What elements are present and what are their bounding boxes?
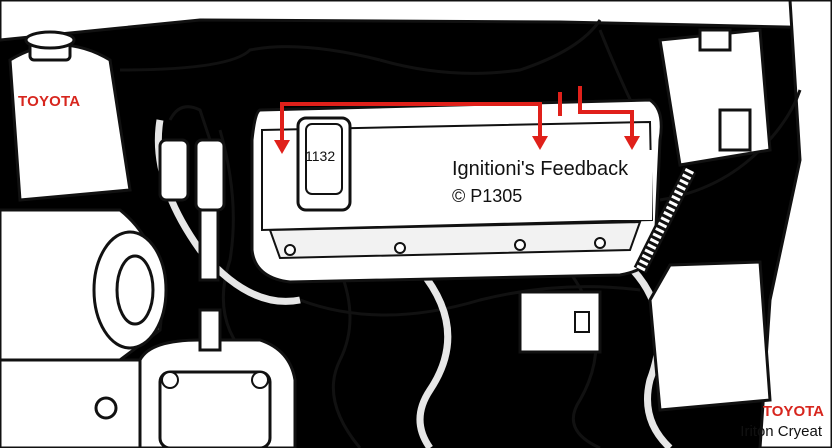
top-cowl-panel	[0, 0, 832, 42]
callout-title: Ignitioni's Feedback	[452, 158, 629, 180]
red-indicator-arrows	[280, 86, 634, 145]
part-number-label: 1132	[305, 148, 336, 164]
fault-callout-box	[440, 150, 652, 220]
throttle-body	[138, 308, 297, 448]
left-reservoir	[8, 30, 132, 202]
arrow-heads	[274, 136, 640, 154]
toyota-logo-left: TOYOTA	[18, 93, 81, 110]
plug-connectors	[158, 105, 226, 282]
callout-code: © P1305	[452, 186, 523, 206]
right-relay-box	[658, 28, 772, 167]
right-fender-panel	[758, 0, 832, 448]
caption-right: Iriton Cryeat	[740, 423, 822, 440]
lower-right-box	[648, 260, 772, 412]
toyota-logo-right: TOYOTA	[762, 403, 824, 420]
lower-connector	[518, 290, 602, 354]
